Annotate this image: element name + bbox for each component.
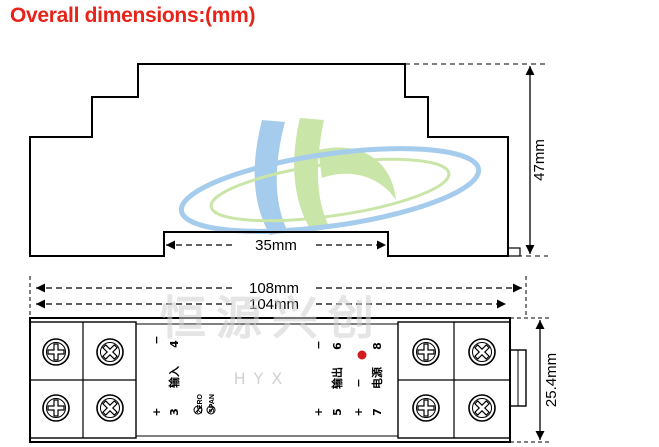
output-pin-plus: 5	[331, 408, 344, 416]
terminal-screw-icon	[42, 394, 70, 422]
watermark-chinese: 恒源兴创	[160, 291, 384, 345]
terminal-screw-icon	[96, 338, 124, 366]
terminal-screw-icon	[412, 394, 440, 422]
terminal-screw-icon	[42, 338, 70, 366]
rail-dimension: 35mm	[166, 236, 386, 254]
power-minus: −	[352, 378, 365, 387]
span-label: SPAN	[209, 394, 216, 413]
side-view-outline	[29, 63, 521, 257]
output-pin-minus: 6	[331, 342, 344, 350]
zero-label: ZERO	[197, 393, 204, 413]
terminal-screw-icon	[412, 338, 440, 366]
input-pin-minus: 4	[168, 340, 181, 348]
overall-length-dimension: 108mm	[29, 276, 527, 318]
terminal-screw-icon	[468, 394, 496, 422]
adjustment-potentiometers: ZERO SPAN	[193, 393, 216, 415]
output-label: 输出	[330, 367, 344, 389]
output-plus: +	[312, 407, 325, 416]
height-dimension: 47mm	[405, 63, 548, 257]
watermark-latin: HYX	[234, 369, 291, 388]
height-dimension-label: 47mm	[531, 139, 548, 181]
watermark-logo-icon	[178, 118, 482, 235]
overall-length-label: 108mm	[249, 280, 299, 297]
input-label: 输入	[167, 366, 181, 388]
body-length-dimension: 104mm	[36, 295, 506, 313]
led-indicator-icon	[357, 350, 367, 360]
module-top-view	[29, 317, 527, 443]
potentiometer-icon	[193, 405, 203, 415]
width-dimension-label: 25.4mm	[543, 353, 560, 407]
output-minus: −	[312, 340, 325, 349]
power-pin-plus: 7	[371, 408, 384, 416]
power-pin-minus: 8	[371, 342, 384, 350]
page-title: Overall dimensions:(mm)	[10, 4, 256, 27]
input-terminal-group: + − 3 输入 4	[150, 335, 181, 416]
power-plus: +	[352, 407, 365, 416]
terminal-screw-icon	[96, 394, 124, 422]
potentiometer-icon	[206, 405, 216, 415]
body-length-label: 104mm	[249, 296, 299, 313]
rail-dimension-label: 35mm	[255, 237, 297, 254]
output-terminal-group: + − 5 输出 6	[312, 340, 344, 416]
width-dimension: 25.4mm	[510, 317, 560, 443]
input-minus: −	[150, 335, 163, 344]
power-terminal-group: − + 7 电源 8	[352, 342, 384, 416]
input-plus: +	[150, 407, 163, 416]
power-label: 电源	[370, 367, 384, 389]
input-pin-plus: 3	[168, 408, 181, 416]
terminal-screw-icon	[468, 338, 496, 366]
